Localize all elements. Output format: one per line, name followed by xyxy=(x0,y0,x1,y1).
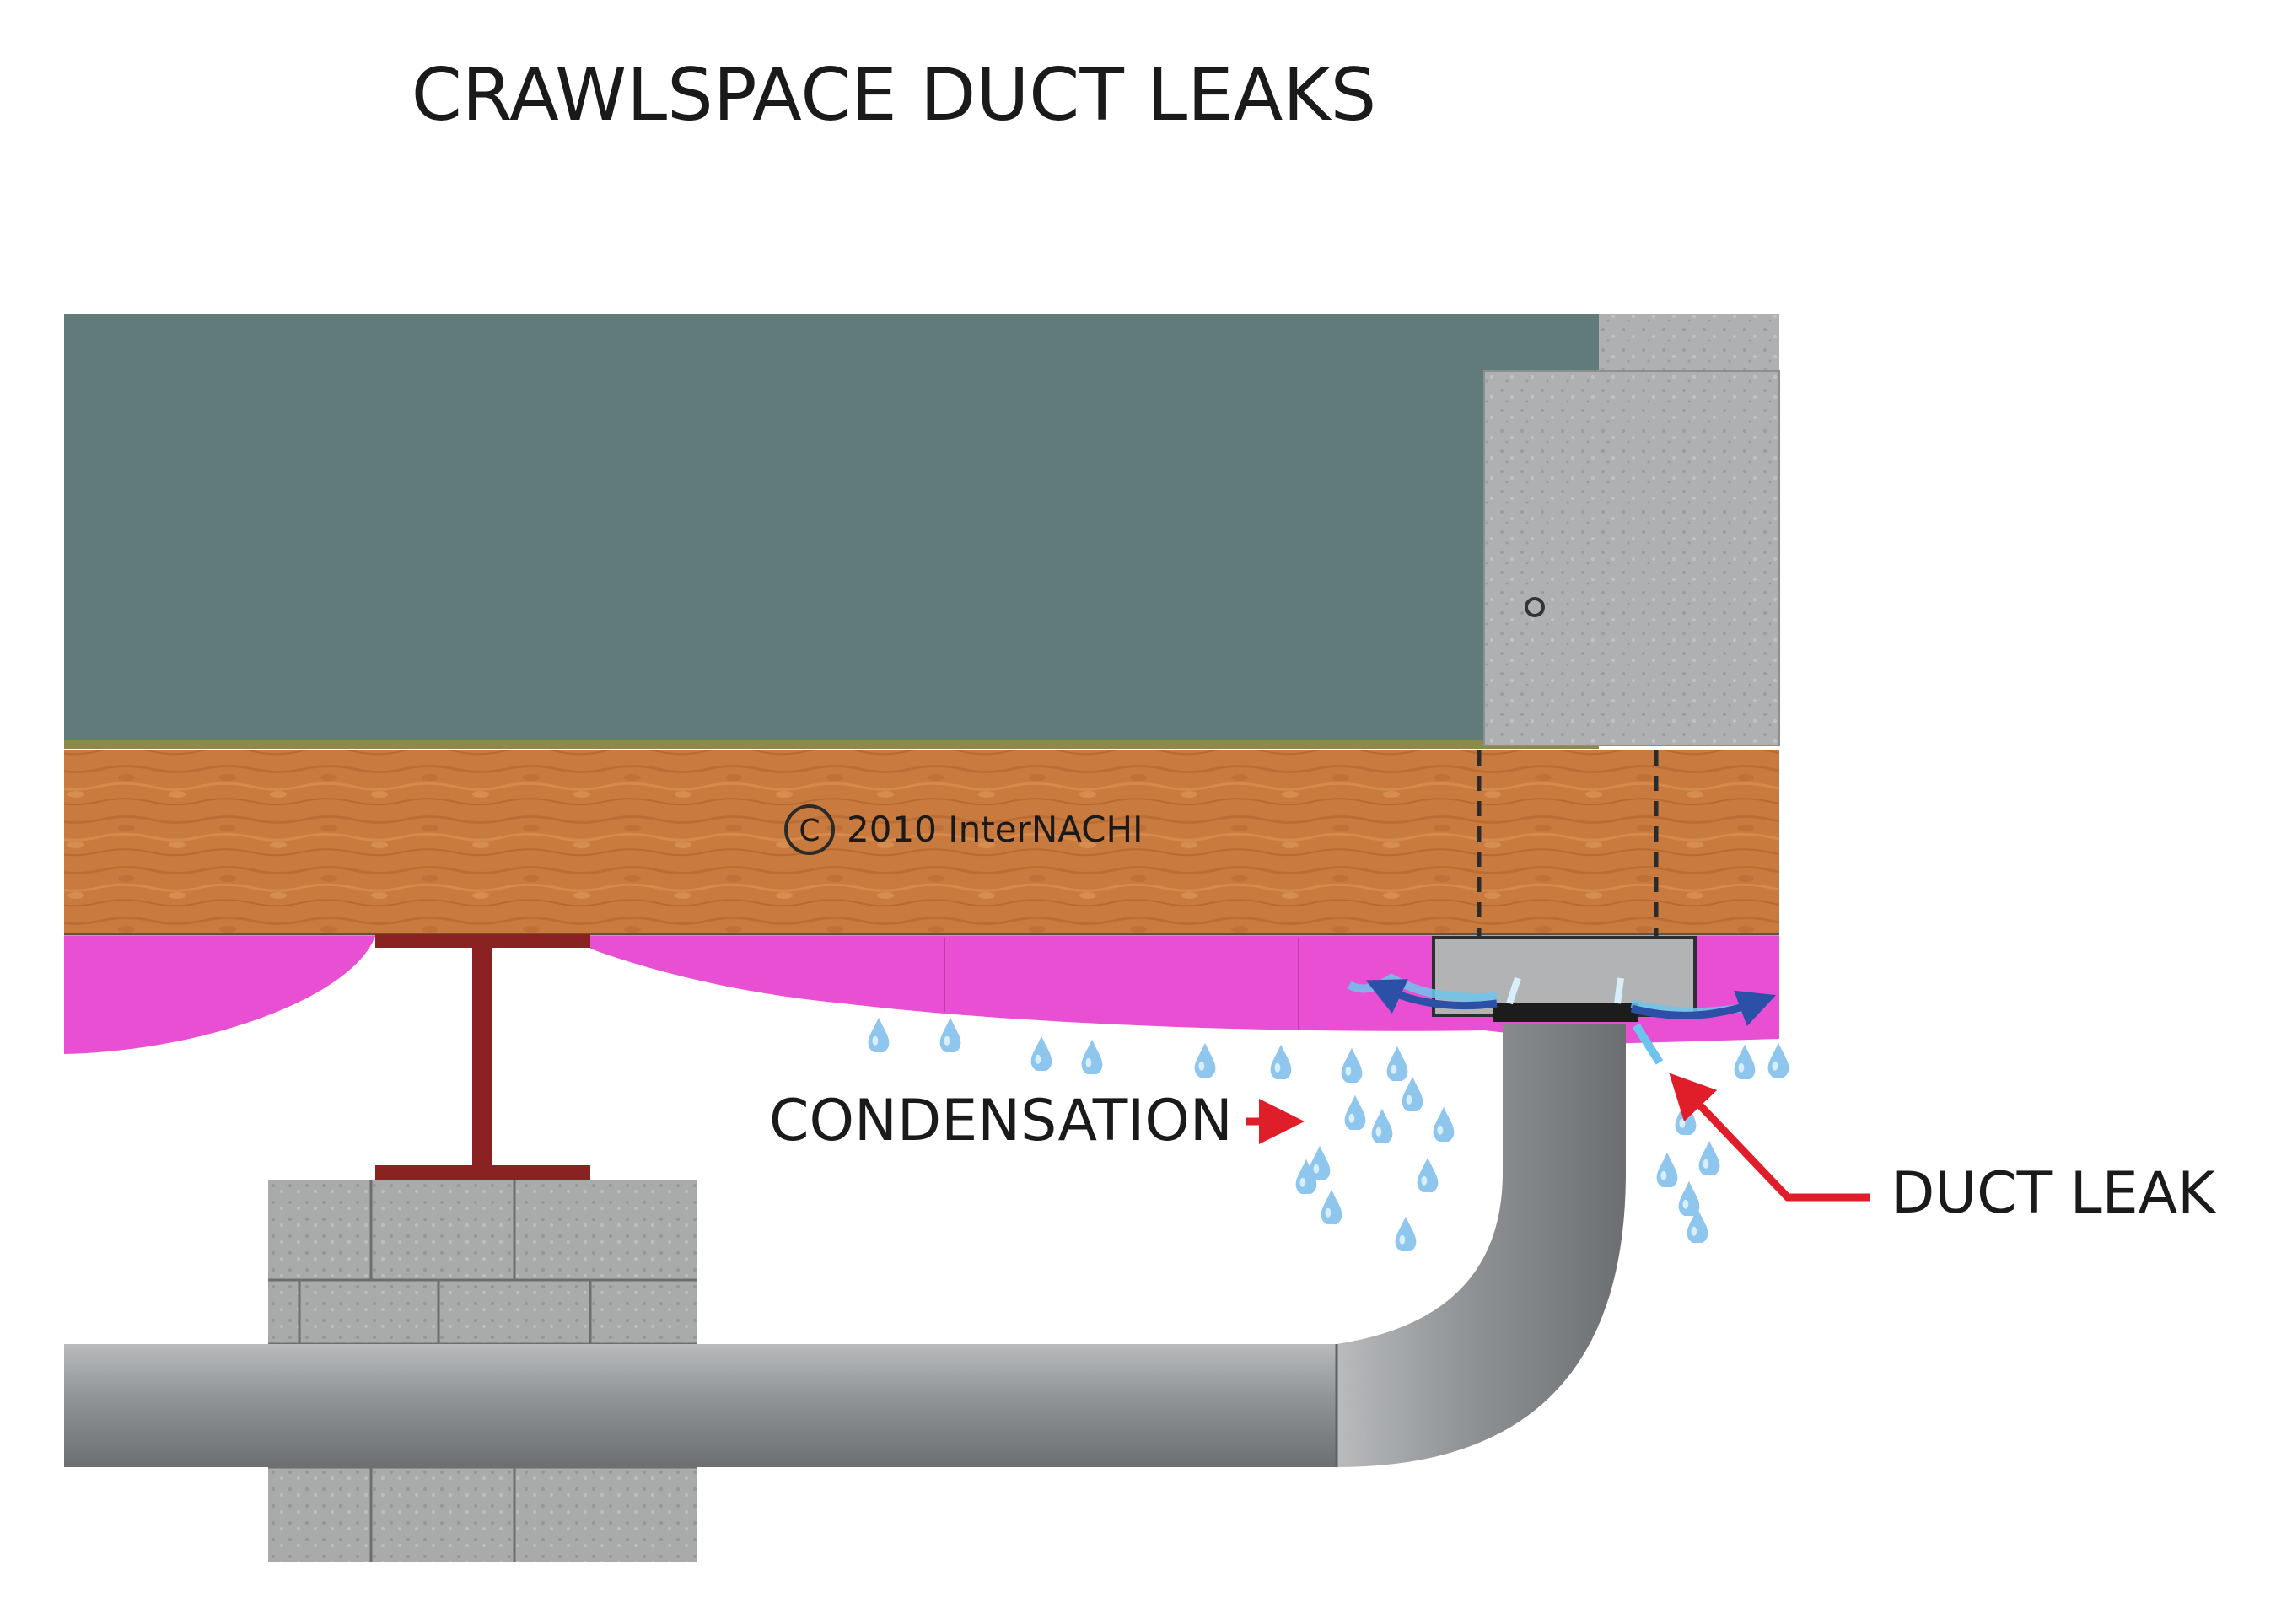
water-drop-icon xyxy=(1321,1189,1342,1224)
sill-plate xyxy=(64,740,1599,749)
pointer-arrow-icon xyxy=(1669,1073,1870,1202)
water-drop-icon xyxy=(1433,1106,1455,1142)
steel-beam xyxy=(375,934,590,1180)
water-drop-icon xyxy=(868,1017,890,1052)
water-drop-icon xyxy=(1270,1044,1292,1079)
water-drop-icon xyxy=(1402,1076,1423,1111)
copyright-text: 2010 InterNACHI xyxy=(847,809,1143,850)
copyright: C 2010 InterNACHI xyxy=(784,804,1143,855)
duct xyxy=(64,1024,1626,1467)
water-drop-icon xyxy=(1767,1042,1789,1078)
duct-leak-label: DUCT LEAK xyxy=(1891,1160,2217,1227)
water-drop-icon xyxy=(1341,1047,1363,1083)
water-drop-icon xyxy=(1395,1216,1417,1251)
water-drop-icon xyxy=(1081,1039,1103,1074)
page-title: CRAWLSPACE DUCT LEAKS xyxy=(412,53,1377,137)
water-drop-icon xyxy=(1030,1035,1052,1071)
condensation-label: CONDENSATION xyxy=(769,1088,1233,1154)
water-drop-icon xyxy=(1386,1046,1408,1081)
register-box xyxy=(1483,370,1780,746)
water-drop-icon xyxy=(1675,1100,1697,1135)
water-drop-icon xyxy=(939,1017,961,1052)
boot-collar xyxy=(1432,936,1697,1022)
water-drop-icon xyxy=(1309,1145,1331,1180)
copyright-icon xyxy=(784,804,835,855)
insulation-left xyxy=(64,936,375,1054)
upper-concrete xyxy=(1599,314,1779,373)
floor-joist xyxy=(64,750,1779,934)
airflow-arrow-icon xyxy=(1365,979,1498,1014)
foundation-wall xyxy=(64,314,1599,747)
water-drop-icon xyxy=(1656,1152,1678,1187)
airflow-arrows xyxy=(1347,973,1777,1065)
water-drop-icon xyxy=(1344,1094,1366,1130)
water-drop-icon xyxy=(1371,1108,1393,1143)
copyright-symbol: C xyxy=(799,814,820,848)
water-drop-icon xyxy=(1698,1140,1720,1175)
airflow-arrow-icon xyxy=(1630,990,1777,1026)
water-drop-icon xyxy=(1417,1157,1439,1192)
water-drop-icon xyxy=(1194,1042,1216,1078)
bolt-icon xyxy=(1525,597,1545,617)
water-drop-icon xyxy=(1734,1044,1756,1079)
